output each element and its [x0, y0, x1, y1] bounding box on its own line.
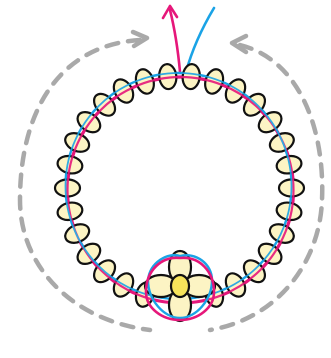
pink-thread-end: [170, 10, 180, 72]
thread-ends: [163, 6, 214, 72]
flower-motif: [145, 251, 215, 321]
flower-center-bead: [171, 275, 189, 297]
blue-thread-end: [186, 8, 214, 72]
